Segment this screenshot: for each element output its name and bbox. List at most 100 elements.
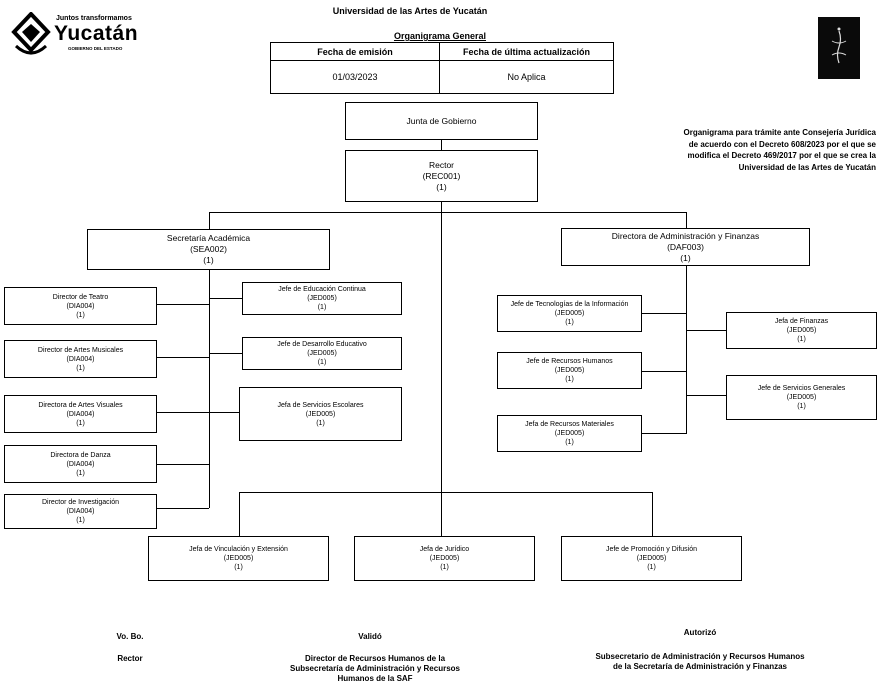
unit-name: Jefa de Jurídico [419,546,470,553]
unit-count: (1) [797,336,806,343]
unit-code: (JED005) [305,410,336,418]
logo-line3: GOBIERNO DEL ESTADO [68,46,123,51]
yucatan-emblem-icon [11,12,51,55]
connector-line [209,212,686,213]
unit-code: (DIA004) [66,460,95,468]
unit-name: Director de Artes Musicales [37,346,124,354]
unit-name: Jefa de Finanzas [774,318,829,325]
unit-code: (JED005) [554,430,585,437]
note-line3: modifica el Decreto 469/2017 por el que … [687,151,876,160]
unit-count: (1) [436,181,447,192]
org-box-secretaria-academica: Secretaría Académica (SEA002) (1) [87,229,330,270]
unit-code: (DIA004) [66,508,95,515]
ornament-icon [831,27,847,64]
note-line4: Universidad de las Artes de Yucatán [738,162,876,172]
connector-line [441,202,442,536]
org-box-rector: Rector (REC001) (1) [345,150,538,202]
date-updated-label: Fecha de última actualización [439,42,614,61]
connector-line [239,492,240,536]
unit-name: Jefe de Servicios Generales [757,385,846,392]
vobo-name: Rector [117,654,143,663]
connector-line [686,330,726,331]
unit-count: (1) [76,311,85,319]
university-title: Universidad de las Artes de Yucatán [332,6,488,16]
vobo-label: Vo. Bo. [116,632,144,641]
org-box-directora-artes-visuales: Directora de Artes Visuales (DIA004) (1) [4,395,157,433]
unit-code: (JED005) [307,295,337,302]
unit-count: (1) [680,252,691,263]
connector-line [652,492,653,536]
unit-code: (DIA004) [66,410,95,418]
unit-name: Jefa de Vinculación y Extensión [189,546,288,553]
unit-count: (1) [234,564,243,571]
unit-code: (DIA004) [66,355,95,363]
unit-count: (1) [203,255,214,265]
unit-count: (1) [317,359,327,366]
unit-name: Director de Investigación [41,499,120,506]
connector-line [157,508,209,509]
connector-line [209,212,210,229]
unit-count: (1) [565,319,574,326]
unit-name: Directora de Administración y Finanzas [611,230,760,241]
unit-count: (1) [565,376,574,383]
valido-label: Validó [358,632,382,641]
autorizo-line1: Subsecretario de Administración y Recurs… [595,652,805,661]
valido-line3: Humanos de la SAF [337,674,413,683]
unit-count: (1) [647,564,656,571]
org-box-jefe-tecnologias: Jefe de Tecnologías de la Información (J… [497,295,642,332]
connector-line [642,433,686,434]
unit-code: (JED005) [307,350,337,357]
unit-count: (1) [565,439,574,446]
org-box-jefa-vinculacion: Jefa de Vinculación y Extensión (JED005)… [148,536,329,581]
org-box-director-investigacion: Director de Investigación (DIA004) (1) [4,494,157,529]
unit-code: (JED005) [429,555,460,562]
government-logo: Juntos transformamos Yucatán GOBIERNO DE… [10,12,160,62]
connector-line [209,298,242,299]
unit-code: (JED005) [554,310,585,317]
org-box-jefe-recursos-humanos: Jefe de Recursos Humanos (JED005) (1) [497,352,642,389]
connector-line [239,492,652,493]
connector-line [209,270,210,508]
valido-line2: Subsecretaría de Administración y Recurs… [290,664,460,673]
unit-code: (DAF003) [667,241,704,252]
org-box-director-teatro: Director de Teatro (DIA004) (1) [4,287,157,325]
unit-name: Rector [428,159,455,170]
autorizo-line2: de la Secretaría de Administración y Fin… [613,662,787,671]
unit-count: (1) [317,304,327,311]
org-box-directora-administracion: Directora de Administración y Finanzas (… [561,228,810,266]
org-box-jefa-recursos-materiales: Jefa de Recursos Materiales (JED005) (1) [497,415,642,452]
chart-name: Organigrama General [393,31,487,41]
valido-line1: Director de Recursos Humanos de la [304,654,446,663]
org-box-jefa-juridico: Jefa de Jurídico (JED005) (1) [354,536,535,581]
unit-code: (REC001) [422,170,461,181]
date-updated-value: No Aplica [439,60,614,94]
unit-count: (1) [76,419,85,427]
unit-count: (1) [316,419,325,427]
org-box-jefe-educacion-continua: Jefe de Educación Continua (JED005) (1) [242,282,402,315]
connector-line [157,464,209,465]
org-box-jefa-servicios-escolares: Jefa de Servicios Escolares (JED005) (1) [239,387,402,441]
unit-name: Jefa de Servicios Escolares [277,401,364,409]
date-issued-value: 01/03/2023 [270,60,440,94]
unit-count: (1) [76,517,85,524]
connector-line [642,313,686,314]
unit-name: Jefe de Promoción y Difusión [605,546,698,553]
unit-name: Jefe de Tecnologías de la Información [510,301,629,308]
org-box-jefe-servicios-generales: Jefe de Servicios Generales (JED005) (1) [726,375,877,420]
unit-count: (1) [76,364,85,372]
unit-name: Junta de Gobierno [406,115,477,126]
unit-count: (1) [440,564,449,571]
unit-code: (JED005) [636,555,667,562]
connector-line [686,212,687,228]
connector-line [157,357,209,358]
org-box-jefe-promocion: Jefe de Promoción y Difusión (JED005) (1… [561,536,742,581]
unit-name: Jefe de Educación Continua [278,286,366,293]
connector-line [209,353,242,354]
university-logo [818,17,860,79]
unit-count: (1) [76,469,85,477]
org-box-junta-de-gobierno: Junta de Gobierno [345,102,538,140]
unit-name: Jefe de Desarrollo Educativo [277,341,367,348]
connector-line [686,395,726,396]
autorizo-label: Autorizó [683,628,717,637]
unit-code: (DIA004) [66,302,95,310]
